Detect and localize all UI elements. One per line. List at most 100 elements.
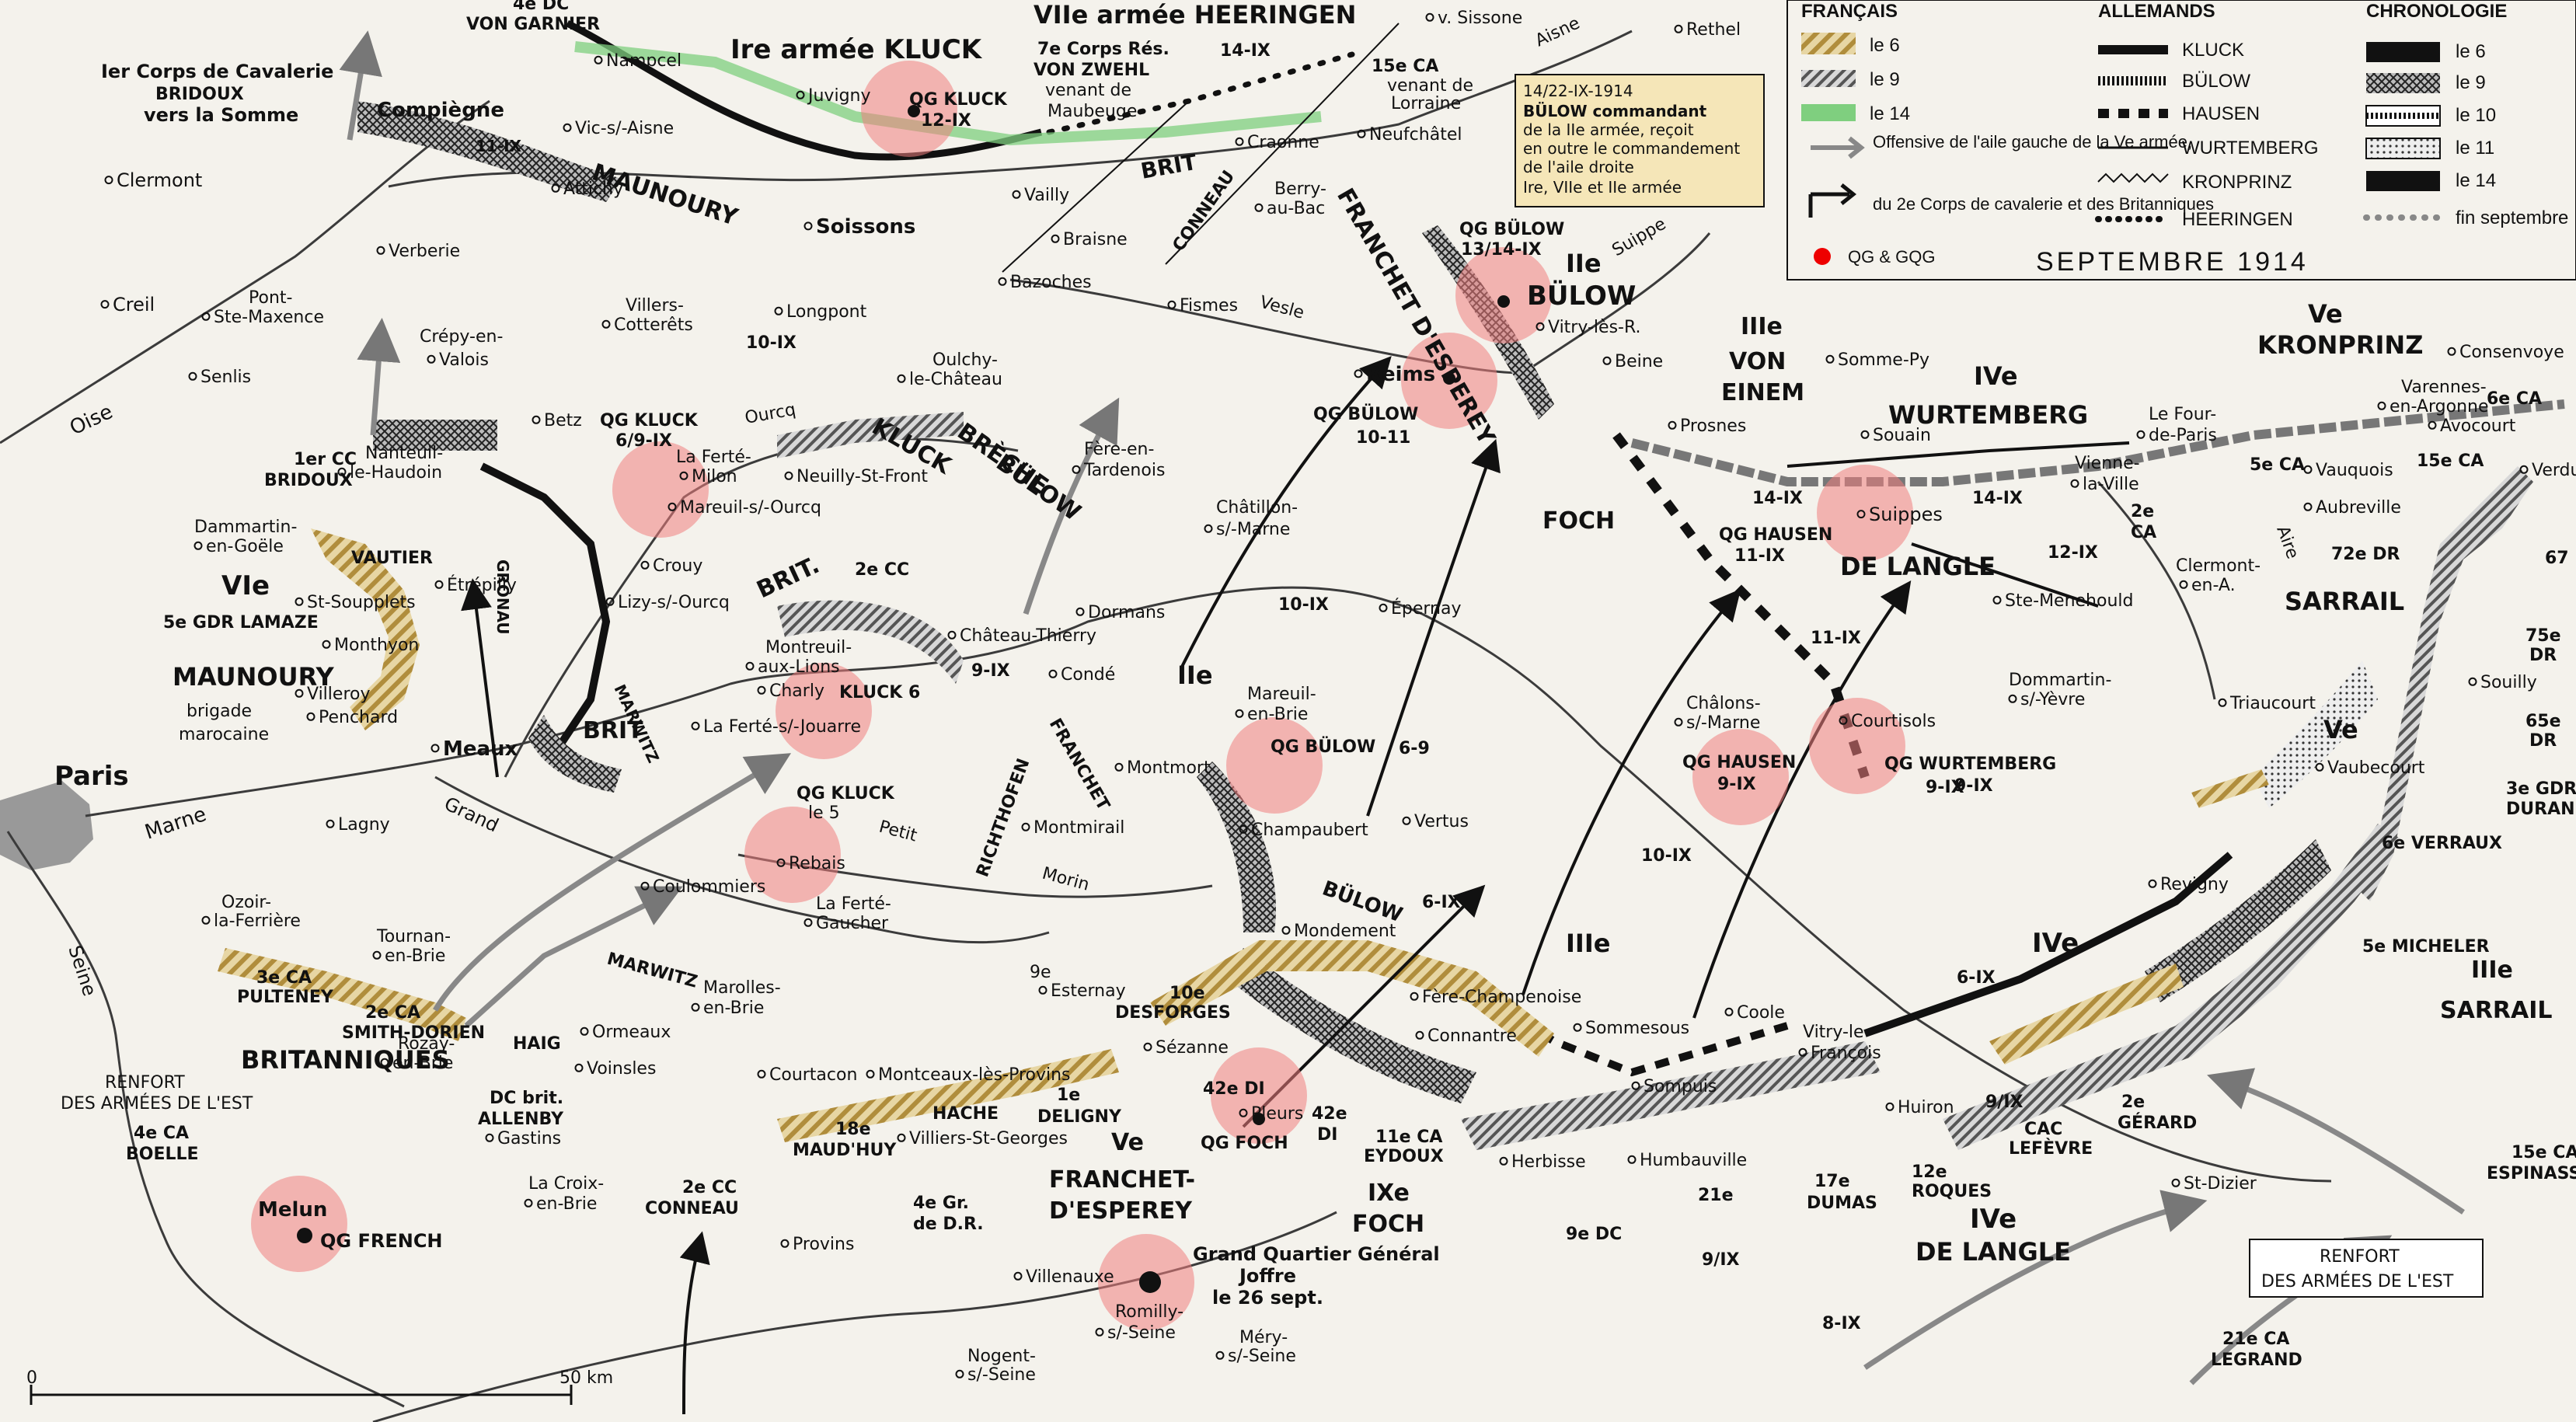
town-marker-charly [757,685,766,695]
labels-dommartin-1: Dommartin- [2009,671,2111,690]
town-marker-pont-ste-maxence-2 [201,312,211,321]
town-marker-vic [563,123,572,132]
hq-kluck-mid [612,441,709,538]
labels-pont-ste-maxence-2: Ste-Maxence [214,308,324,327]
town-marker-herbisse [1499,1156,1508,1166]
labels-ourcq: Ourcq [744,400,797,428]
labels-penchard: Penchard [319,708,398,727]
legend-ch-9: le 9 [2456,72,2486,93]
town-marker-vauquois [2303,465,2313,474]
labels-consenvoye: Consenvoye [2459,343,2564,362]
town-marker-braisne [1051,234,1060,243]
town-marker-fere-champenoise [1410,992,1419,1001]
town-marker-triaucourt [2218,698,2227,707]
town-marker-berry-2 [1254,203,1264,212]
river-seine-south [372,1211,1337,1422]
town-marker-la-croix-2 [524,1198,533,1208]
armies-iiie-sarrail-1: IIIe [2471,957,2513,984]
units-haig: HAIG [513,1034,561,1054]
renfort-line-1: RENFORT [2320,1247,2400,1267]
armies-marocaine: marocaine [179,725,269,744]
labels-lizy: Lizy-s/-Ourcq [618,593,730,612]
units-verraux: 6e VERRAUX [2382,834,2502,853]
river-oise [0,99,490,444]
town-marker-voinsles [574,1063,584,1072]
labels-varennes-1: Varennes- [2401,378,2487,397]
hq-kluck-top-2: 12-IX [921,111,971,131]
town-marker-courtacon [757,1069,766,1079]
town-marker-villeroy [295,688,304,698]
labels-meaux: Meaux [443,737,518,761]
units-gerard-1: 2e [2121,1093,2145,1112]
labels-varennes-2: en-Argonne [2390,397,2489,416]
legend-fr-9: le 9 [1870,69,1900,90]
labels-montmort: Montmort [1127,758,1211,778]
labels-ozoir-1: Ozoir- [221,893,271,912]
town-marker-la-ferte-j [691,721,700,730]
town-marker-epernay [1379,603,1388,612]
legend-de-kluck: KLUCK [2182,40,2244,61]
legend-chronologie-title: CHRONOLOGIE [2366,1,2507,22]
town-marker-ormeaux [580,1026,589,1036]
town-marker-vienne-2 [2070,479,2079,488]
labels-rebais: Rebais [789,854,845,873]
labels-attichy: Attichy [563,179,623,199]
legend-de-bulow: BÜLOW [2182,71,2250,92]
legend-fr-offensive-2: du 2e Corps de cavalerie et des Britanni… [1873,194,2214,214]
arrow-vi-north [357,318,401,436]
labels-villeroy: Villeroy [307,685,370,704]
armies-kronprinz-1: Ve [2308,299,2343,329]
units-renfort-1: RENFORT [105,1073,185,1093]
river-aisne [388,30,1633,188]
town-marker-courtisols [1839,716,1848,725]
labels-sommesous: Sommesous [1585,1019,1689,1038]
labels-coulommiers: Coulommiers [653,877,765,897]
hq-kluck-low-1: QG KLUCK [797,784,895,803]
labels-villers-1: Villers- [626,296,684,315]
town-marker-st-dizier [2171,1178,2180,1187]
armies-de-langle-top: DE LANGLE [1840,552,1996,581]
arrow-reims [1180,356,1392,669]
units-durand-2: DURAND [2506,800,2576,819]
hq-kluck-top-1: QG KLUCK [909,90,1008,110]
armies-de-langle-bottom: DE LANGLE [1915,1237,2071,1267]
armies-iie-mid: IIe [1177,660,1213,690]
town-marker-revigny [2148,879,2157,888]
units-gerard-2: GÉRARD [2118,1113,2197,1133]
arrow-suippes [1692,580,1912,1019]
units-lefevre-1: CAC [2024,1120,2062,1139]
labels-dommartin-2: s/-Yèvre [2020,690,2085,709]
labels-chalons-2: s/-Marne [1686,713,1760,733]
kluck-line-north [565,19,1043,161]
labels-marolles-2: en-Brie [703,999,764,1018]
town-marker-st-soupplets [295,597,304,606]
labels-suippes: Suippes [1869,504,1943,525]
town-marker-consenvoye [2447,347,2456,356]
labels-mery-1: Méry- [1239,1328,1288,1347]
labels-senlis: Senlis [200,368,251,387]
armies-kluck-top: Ire armée KLUCK [730,34,983,65]
units-cc1-1: 1er CC [294,450,357,469]
arrow-clermont [339,30,382,141]
legend-ch-fin: fin septembre [2456,207,2568,228]
hq-wurtemberg-2: 9-IX [1954,776,1993,796]
labels-chateau-thierry: Château-Thierry [960,626,1096,646]
labels-soissons: Soissons [816,215,915,239]
units-ca15-3: Lorraine [1391,94,1461,113]
town-marker-montceaux [866,1069,875,1079]
renfort-line-2: DES ARMÉES DE L'EST [2261,1271,2454,1291]
town-marker-betz [532,415,541,424]
labels-oise: Oise [66,400,117,440]
town-marker-marolles-2 [691,1002,700,1012]
units-dc4-2: VON GARNIER [466,15,600,34]
legend-fr-qg: QG & GQG [1848,247,1935,267]
town-marker-huiron [1885,1102,1895,1111]
town-marker-dammartin-2 [193,541,203,550]
labels-suippe: Suippe [1609,214,1670,260]
town-marker-vertus [1402,816,1411,825]
note-box: 14/22-IX-1914 BÜLOW commandant de la IIe… [1515,74,1765,207]
units-cc1-top-3: vers la Somme [144,104,298,126]
note-line-1: 14/22-IX-1914 [1523,82,1633,100]
town-marker-beine [1602,356,1612,365]
